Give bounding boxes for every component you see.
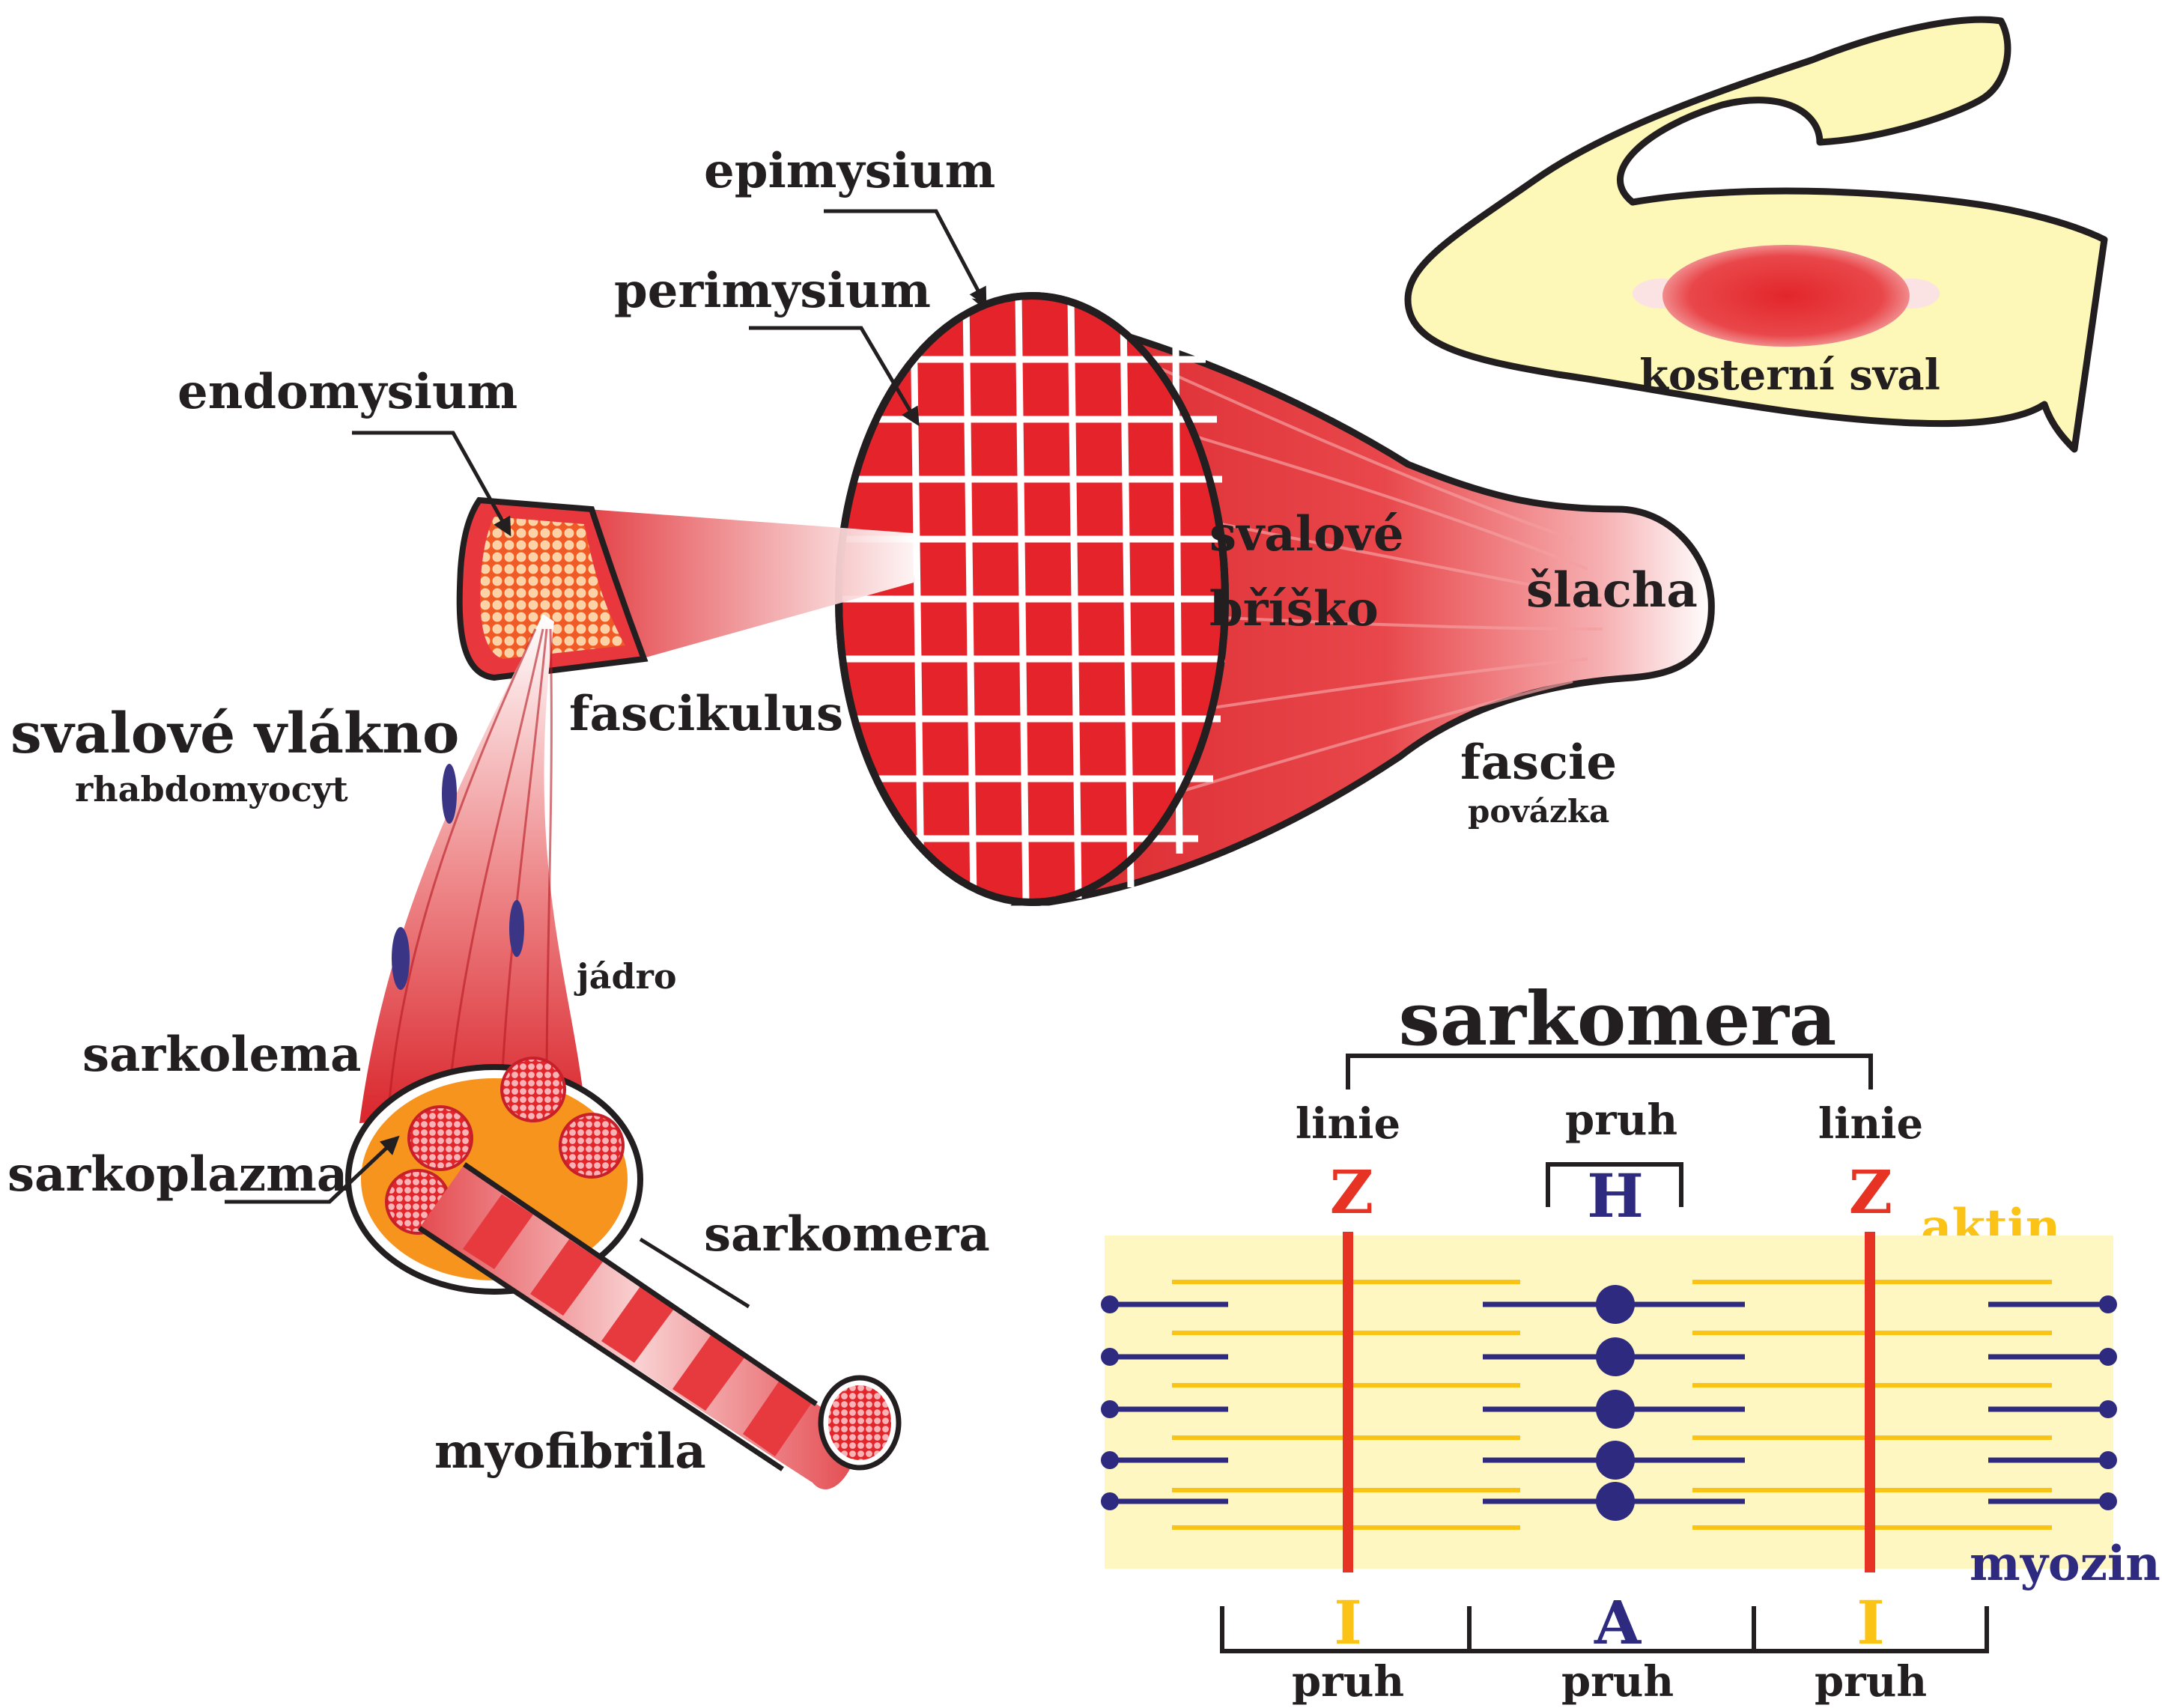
endomysium-label: endomysium xyxy=(177,364,517,420)
myofibrila-label: myofibrila xyxy=(434,1423,706,1480)
svalove-vlakno-label: svalové vlákno xyxy=(10,702,459,766)
sarkomera-bracket-small xyxy=(639,1237,750,1309)
myofibril-outline xyxy=(418,1162,818,1471)
m-line-node xyxy=(1596,1337,1635,1376)
endomysium-pointer xyxy=(352,431,511,537)
linie-right-label: linie xyxy=(1818,1099,1923,1149)
myosin-head xyxy=(2099,1451,2117,1469)
pruh-bottom-right: pruh xyxy=(1815,1657,1927,1707)
jadro-label: jádro xyxy=(574,956,677,997)
myosin-head xyxy=(1101,1348,1119,1366)
h-letter: H xyxy=(1587,1161,1644,1231)
sarkolema-label: sarkolema xyxy=(82,1027,361,1083)
rhabdomyocyt-label: rhabdomyocyt xyxy=(75,769,348,809)
i-right-letter: I xyxy=(1856,1587,1884,1658)
myofibril-strands xyxy=(388,628,553,1101)
myofibril-end-dots xyxy=(828,1385,891,1460)
sarcomere-diagram: sarkomera linie pruh linie Z H Z aktin m… xyxy=(1101,976,2161,1707)
myozin-label: myozin xyxy=(1970,1536,2161,1592)
linie-left-label: linie xyxy=(1296,1099,1400,1149)
m-line-node xyxy=(1596,1390,1635,1429)
fascikulus-label: fascikulus xyxy=(569,686,843,742)
fascicle-bundles xyxy=(480,517,625,659)
pruh-top-label: pruh xyxy=(1565,1095,1677,1145)
z-right-letter: Z xyxy=(1849,1157,1892,1227)
h-band-bracket xyxy=(1546,1162,1683,1207)
brisko-label: bříško xyxy=(1209,581,1379,637)
nucleus-1 xyxy=(442,764,457,824)
pruh-bottom-mid: pruh xyxy=(1561,1657,1674,1707)
fiber-body xyxy=(359,614,584,1123)
sarkomera-title: sarkomera xyxy=(1399,976,1837,1063)
myofibril-section-3 xyxy=(559,1113,625,1179)
perimysium-pointer xyxy=(749,326,920,427)
povazka-label: povázka xyxy=(1468,793,1609,830)
nucleus-2 xyxy=(392,927,410,990)
fascicle: fascikulus xyxy=(456,496,914,742)
z-left-letter: Z xyxy=(1330,1157,1373,1227)
nucleus-3 xyxy=(509,900,524,957)
arm-silhouette xyxy=(1404,16,2108,453)
m-line-node xyxy=(1596,1285,1635,1324)
filament-layer xyxy=(1101,1280,2117,1530)
epimysium-pointer xyxy=(824,209,987,307)
perimysium-label: perimysium xyxy=(614,263,931,319)
muscle-belly: svalové bříško šlacha fascie povázka xyxy=(835,292,1715,906)
pruh-bottom-left: pruh xyxy=(1292,1657,1404,1707)
m-line-node xyxy=(1596,1482,1635,1521)
sarkoplazma-pointer xyxy=(225,1135,400,1204)
myosin-head xyxy=(2099,1348,2117,1366)
myosin-head xyxy=(1101,1492,1119,1510)
arm-illustration: kosterní sval xyxy=(1404,16,2108,453)
bottom-bracket xyxy=(1220,1606,1989,1653)
myofibril-section-2 xyxy=(500,1057,566,1122)
fascicle-connector xyxy=(588,509,914,659)
myosin-head xyxy=(2099,1400,2117,1418)
z-line-left xyxy=(1343,1232,1353,1572)
sarkomera-top-bracket xyxy=(1346,1054,1873,1089)
myosin-head xyxy=(1101,1451,1119,1469)
myosin-head xyxy=(2099,1295,2117,1313)
myofibril: sarkomera myofibrila xyxy=(418,1162,990,1490)
sarkoplazma-label: sarkoplazma xyxy=(7,1146,347,1203)
kosterni-sval-label: kosterní sval xyxy=(1639,350,1940,400)
slacha-label: šlacha xyxy=(1526,562,1698,619)
myosin-head xyxy=(2099,1492,2117,1510)
myosin-head xyxy=(1101,1400,1119,1418)
epimysium-label: epimysium xyxy=(704,143,995,199)
myofibril-bands xyxy=(463,1194,813,1456)
m-line-node xyxy=(1596,1441,1635,1480)
myosin-head xyxy=(1101,1295,1119,1313)
pointer-labels: epimysium perimysium endomysium xyxy=(177,143,995,1204)
sarkomera-small-label: sarkomera xyxy=(704,1206,990,1262)
svalove-label: svalové xyxy=(1209,506,1404,562)
myofibril-section-1 xyxy=(407,1105,473,1171)
i-left-letter: I xyxy=(1334,1587,1361,1658)
fascie-label: fascie xyxy=(1460,735,1617,791)
bicep-muscle xyxy=(1663,245,1910,347)
a-letter: A xyxy=(1594,1587,1642,1658)
z-line-right xyxy=(1865,1232,1875,1572)
